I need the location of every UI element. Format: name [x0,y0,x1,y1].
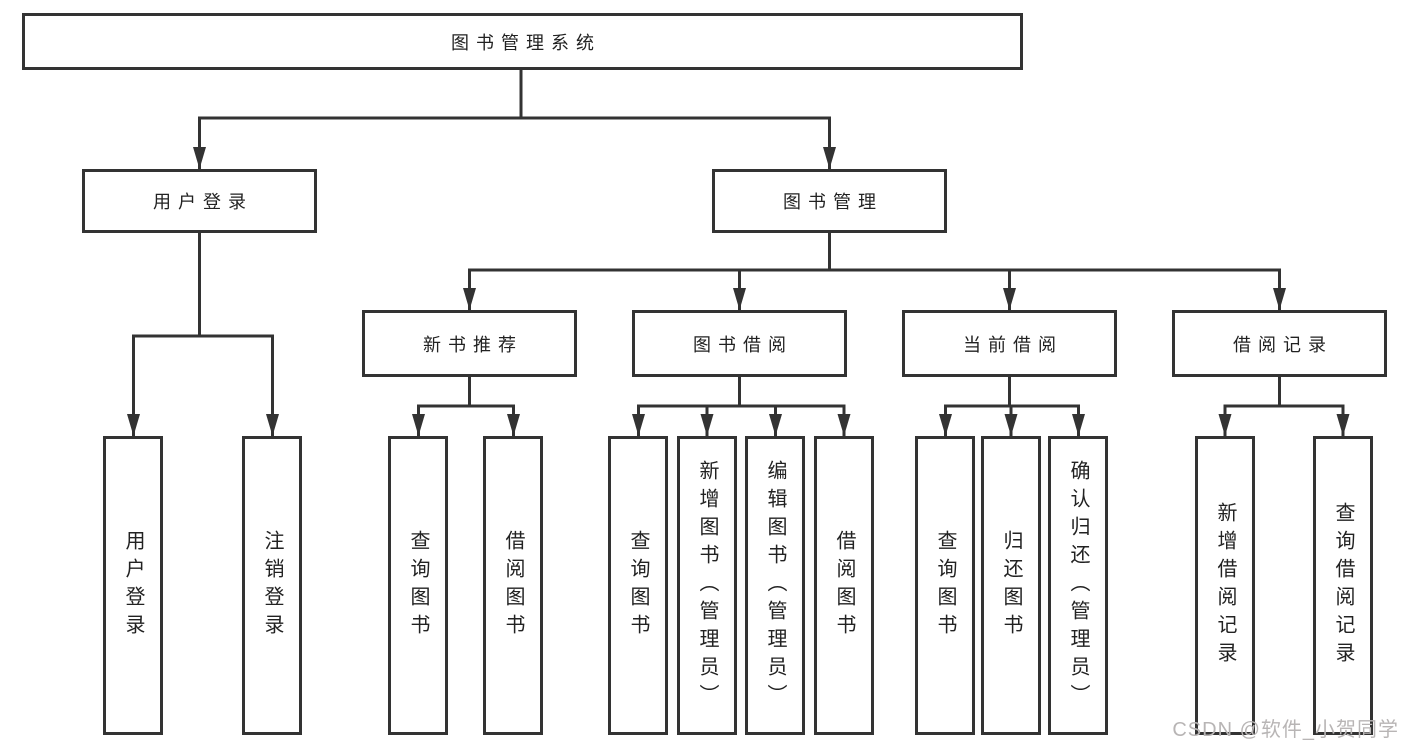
node-root: 图书管理系统 [22,13,1023,70]
node-book-management-label: 图书管理 [783,192,883,212]
node-current-borrow-label: 当前借阅 [963,334,1063,355]
node-book-management: 图书管理 [712,169,947,233]
leaf-add-borrow-record-label: 新增借阅记录 [1214,501,1236,670]
connector-borrow-records-trunk [1223,375,1345,408]
leaf-recommend-query-books: 查询图书 [388,436,448,735]
connector-current-borrow-trunk [944,375,1080,408]
leaf-edit-books-admin: 编辑图书（管理员） [745,436,805,735]
leaf-borrow-query-books: 查询图书 [608,436,668,735]
connector-book-borrow-trunk [637,375,846,408]
connector-book-management-trunk [468,231,1281,272]
leaf-recommend-borrow-books: 借阅图书 [483,436,543,735]
node-borrow-records: 借阅记录 [1172,310,1387,377]
node-book-borrow-label: 图书借阅 [693,334,793,355]
node-user-login-label: 用户登录 [153,192,253,212]
leaf-edit-books-admin-label: 编辑图书（管理员） [764,459,786,712]
leaf-add-books-admin: 新增图书（管理员） [677,436,737,735]
leaf-add-borrow-record: 新增借阅记录 [1195,436,1255,735]
leaf-recommend-borrow-books-label: 借阅图书 [502,529,524,642]
node-user-login: 用户登录 [82,169,317,233]
connector-user-login-trunk [132,231,274,338]
leaf-user-login: 用户登录 [103,436,163,735]
leaf-query-borrow-record-label: 查询借阅记录 [1332,501,1354,670]
leaf-borrow-query-books-label: 查询图书 [627,529,649,642]
node-new-book-recommend-label: 新书推荐 [423,334,523,355]
leaf-return-books-label: 归还图书 [1000,529,1022,642]
leaf-borrow-books-label: 借阅图书 [833,529,855,642]
leaf-logout: 注销登录 [242,436,302,735]
watermark: CSDN @软件_小贺同学 [1172,719,1399,741]
connector-new-book-recommend-trunk [417,375,515,408]
leaf-current-query-books: 查询图书 [915,436,975,735]
node-borrow-records-label: 借阅记录 [1233,334,1333,355]
leaf-current-query-books-label: 查询图书 [934,529,956,642]
leaf-return-books: 归还图书 [981,436,1041,735]
connector-root-trunk [198,68,831,120]
leaf-confirm-return-admin: 确认归还（管理员） [1048,436,1108,735]
node-book-borrow: 图书借阅 [632,310,847,377]
leaf-user-login-label: 用户登录 [122,529,144,642]
node-new-book-recommend: 新书推荐 [362,310,577,377]
node-root-label: 图书管理系统 [451,32,601,53]
leaf-recommend-query-books-label: 查询图书 [407,529,429,642]
leaf-confirm-return-admin-label: 确认归还（管理员） [1067,459,1089,712]
node-current-borrow: 当前借阅 [902,310,1117,377]
leaf-add-books-admin-label: 新增图书（管理员） [696,459,718,712]
leaf-query-borrow-record: 查询借阅记录 [1313,436,1373,735]
leaf-logout-label: 注销登录 [261,529,283,642]
leaf-borrow-books: 借阅图书 [814,436,874,735]
